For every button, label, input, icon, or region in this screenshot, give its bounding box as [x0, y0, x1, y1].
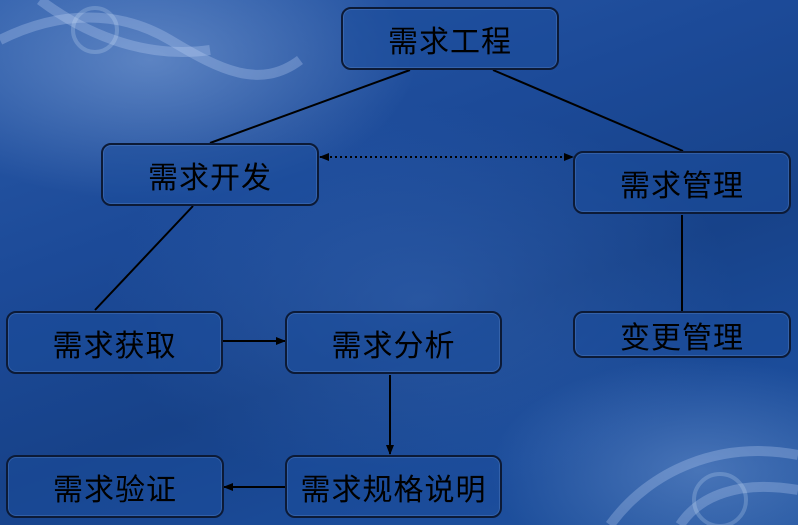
- node-requirements-validation: 需求验证: [6, 455, 224, 518]
- edge-development-to-elicitation: [94, 205, 194, 311]
- node-requirements-elicitation: 需求获取: [6, 311, 223, 374]
- node-requirements-specification: 需求规格说明: [285, 455, 502, 518]
- node-requirements-development: 需求开发: [101, 143, 319, 206]
- node-requirements-management: 需求管理: [573, 151, 791, 214]
- node-requirements-analysis: 需求分析: [285, 311, 502, 374]
- edge-root-to-management: [492, 69, 684, 152]
- node-requirements-engineering: 需求工程: [341, 7, 559, 70]
- node-change-management: 变更管理: [573, 311, 791, 358]
- edge-root-to-development: [209, 69, 411, 144]
